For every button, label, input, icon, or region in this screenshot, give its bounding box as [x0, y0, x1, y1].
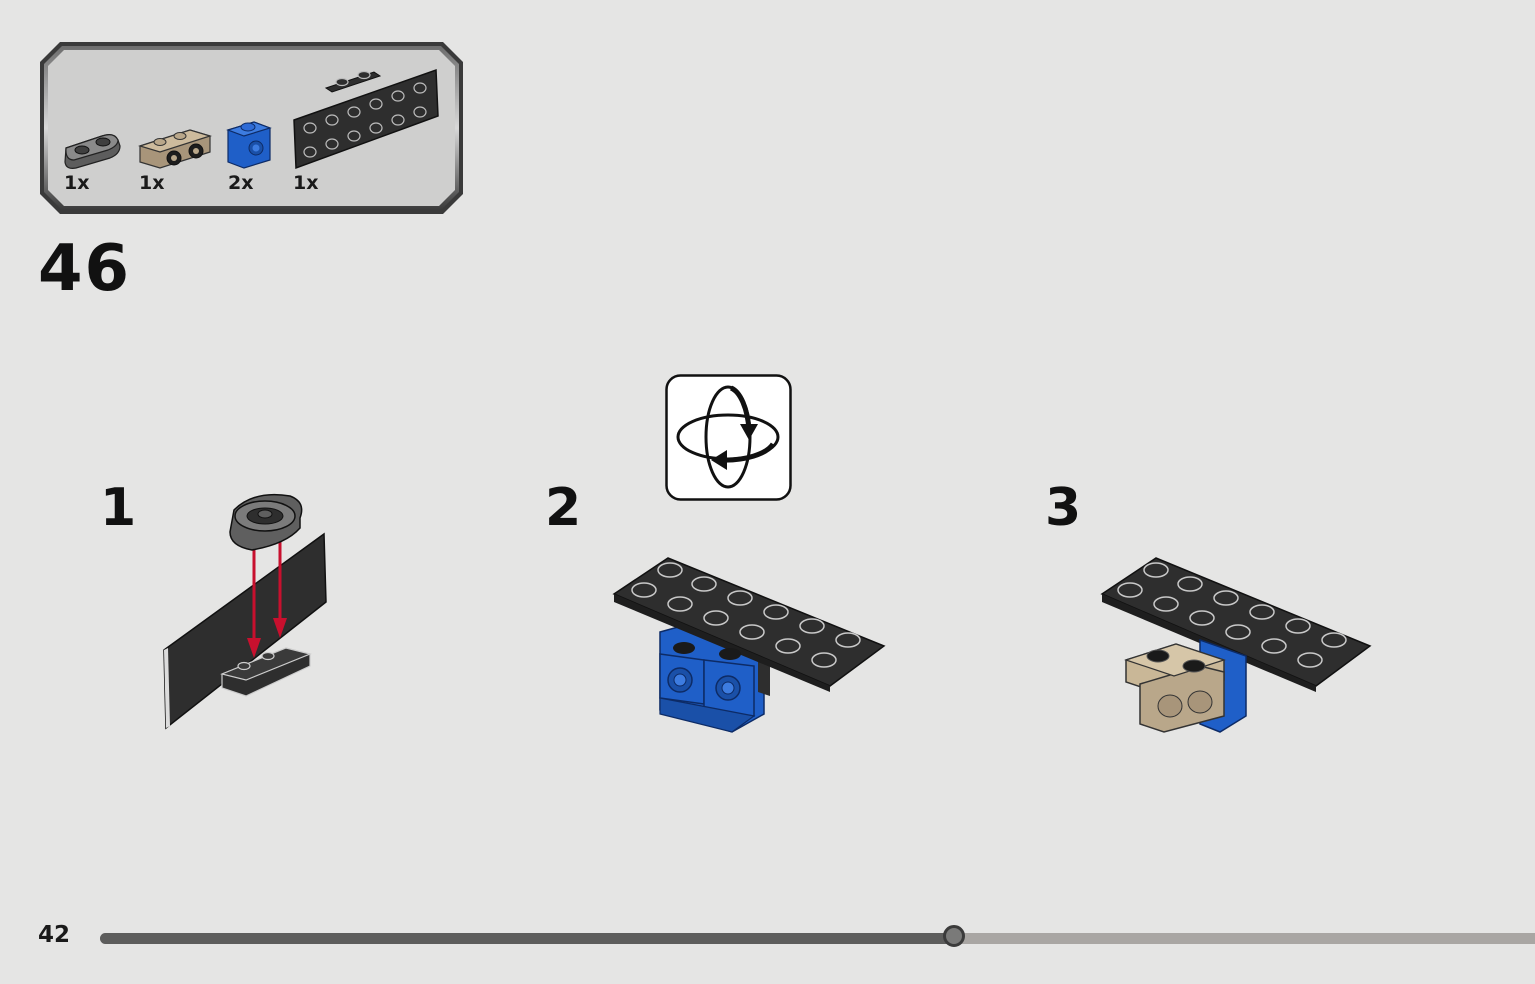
black-plate-icon: [293, 68, 439, 170]
rotate-model-icon: [665, 374, 792, 501]
blue-headlight-brick-icon: [226, 121, 272, 169]
page-number: 42: [38, 922, 71, 948]
part-qty-tan-bracket: 1x: [139, 172, 165, 194]
progress-bar-handle[interactable]: [943, 925, 965, 947]
part-qty-blue-brick: 2x: [228, 172, 254, 194]
substep-number-1: 1: [100, 478, 137, 538]
assembly-step-2-illustration: [612, 557, 886, 733]
part-qty-gray-plate: 1x: [64, 172, 90, 194]
part-qty-black-plate: 1x: [293, 172, 319, 194]
step-number: 46: [38, 232, 132, 306]
parts-list-frame: [40, 42, 463, 214]
progress-bar: [100, 925, 1535, 947]
parts-list-callout: 1x 1x 2x 1x: [38, 40, 465, 216]
substep-number-2: 2: [545, 478, 582, 538]
gray-rounded-plate-icon: [64, 134, 121, 169]
progress-bar-fill: [100, 933, 954, 944]
assembly-step-3-illustration: [1100, 557, 1372, 733]
tan-bracket-icon: [138, 129, 213, 169]
assembly-step-1-illustration: [163, 493, 327, 730]
substep-number-3: 3: [1045, 478, 1082, 538]
